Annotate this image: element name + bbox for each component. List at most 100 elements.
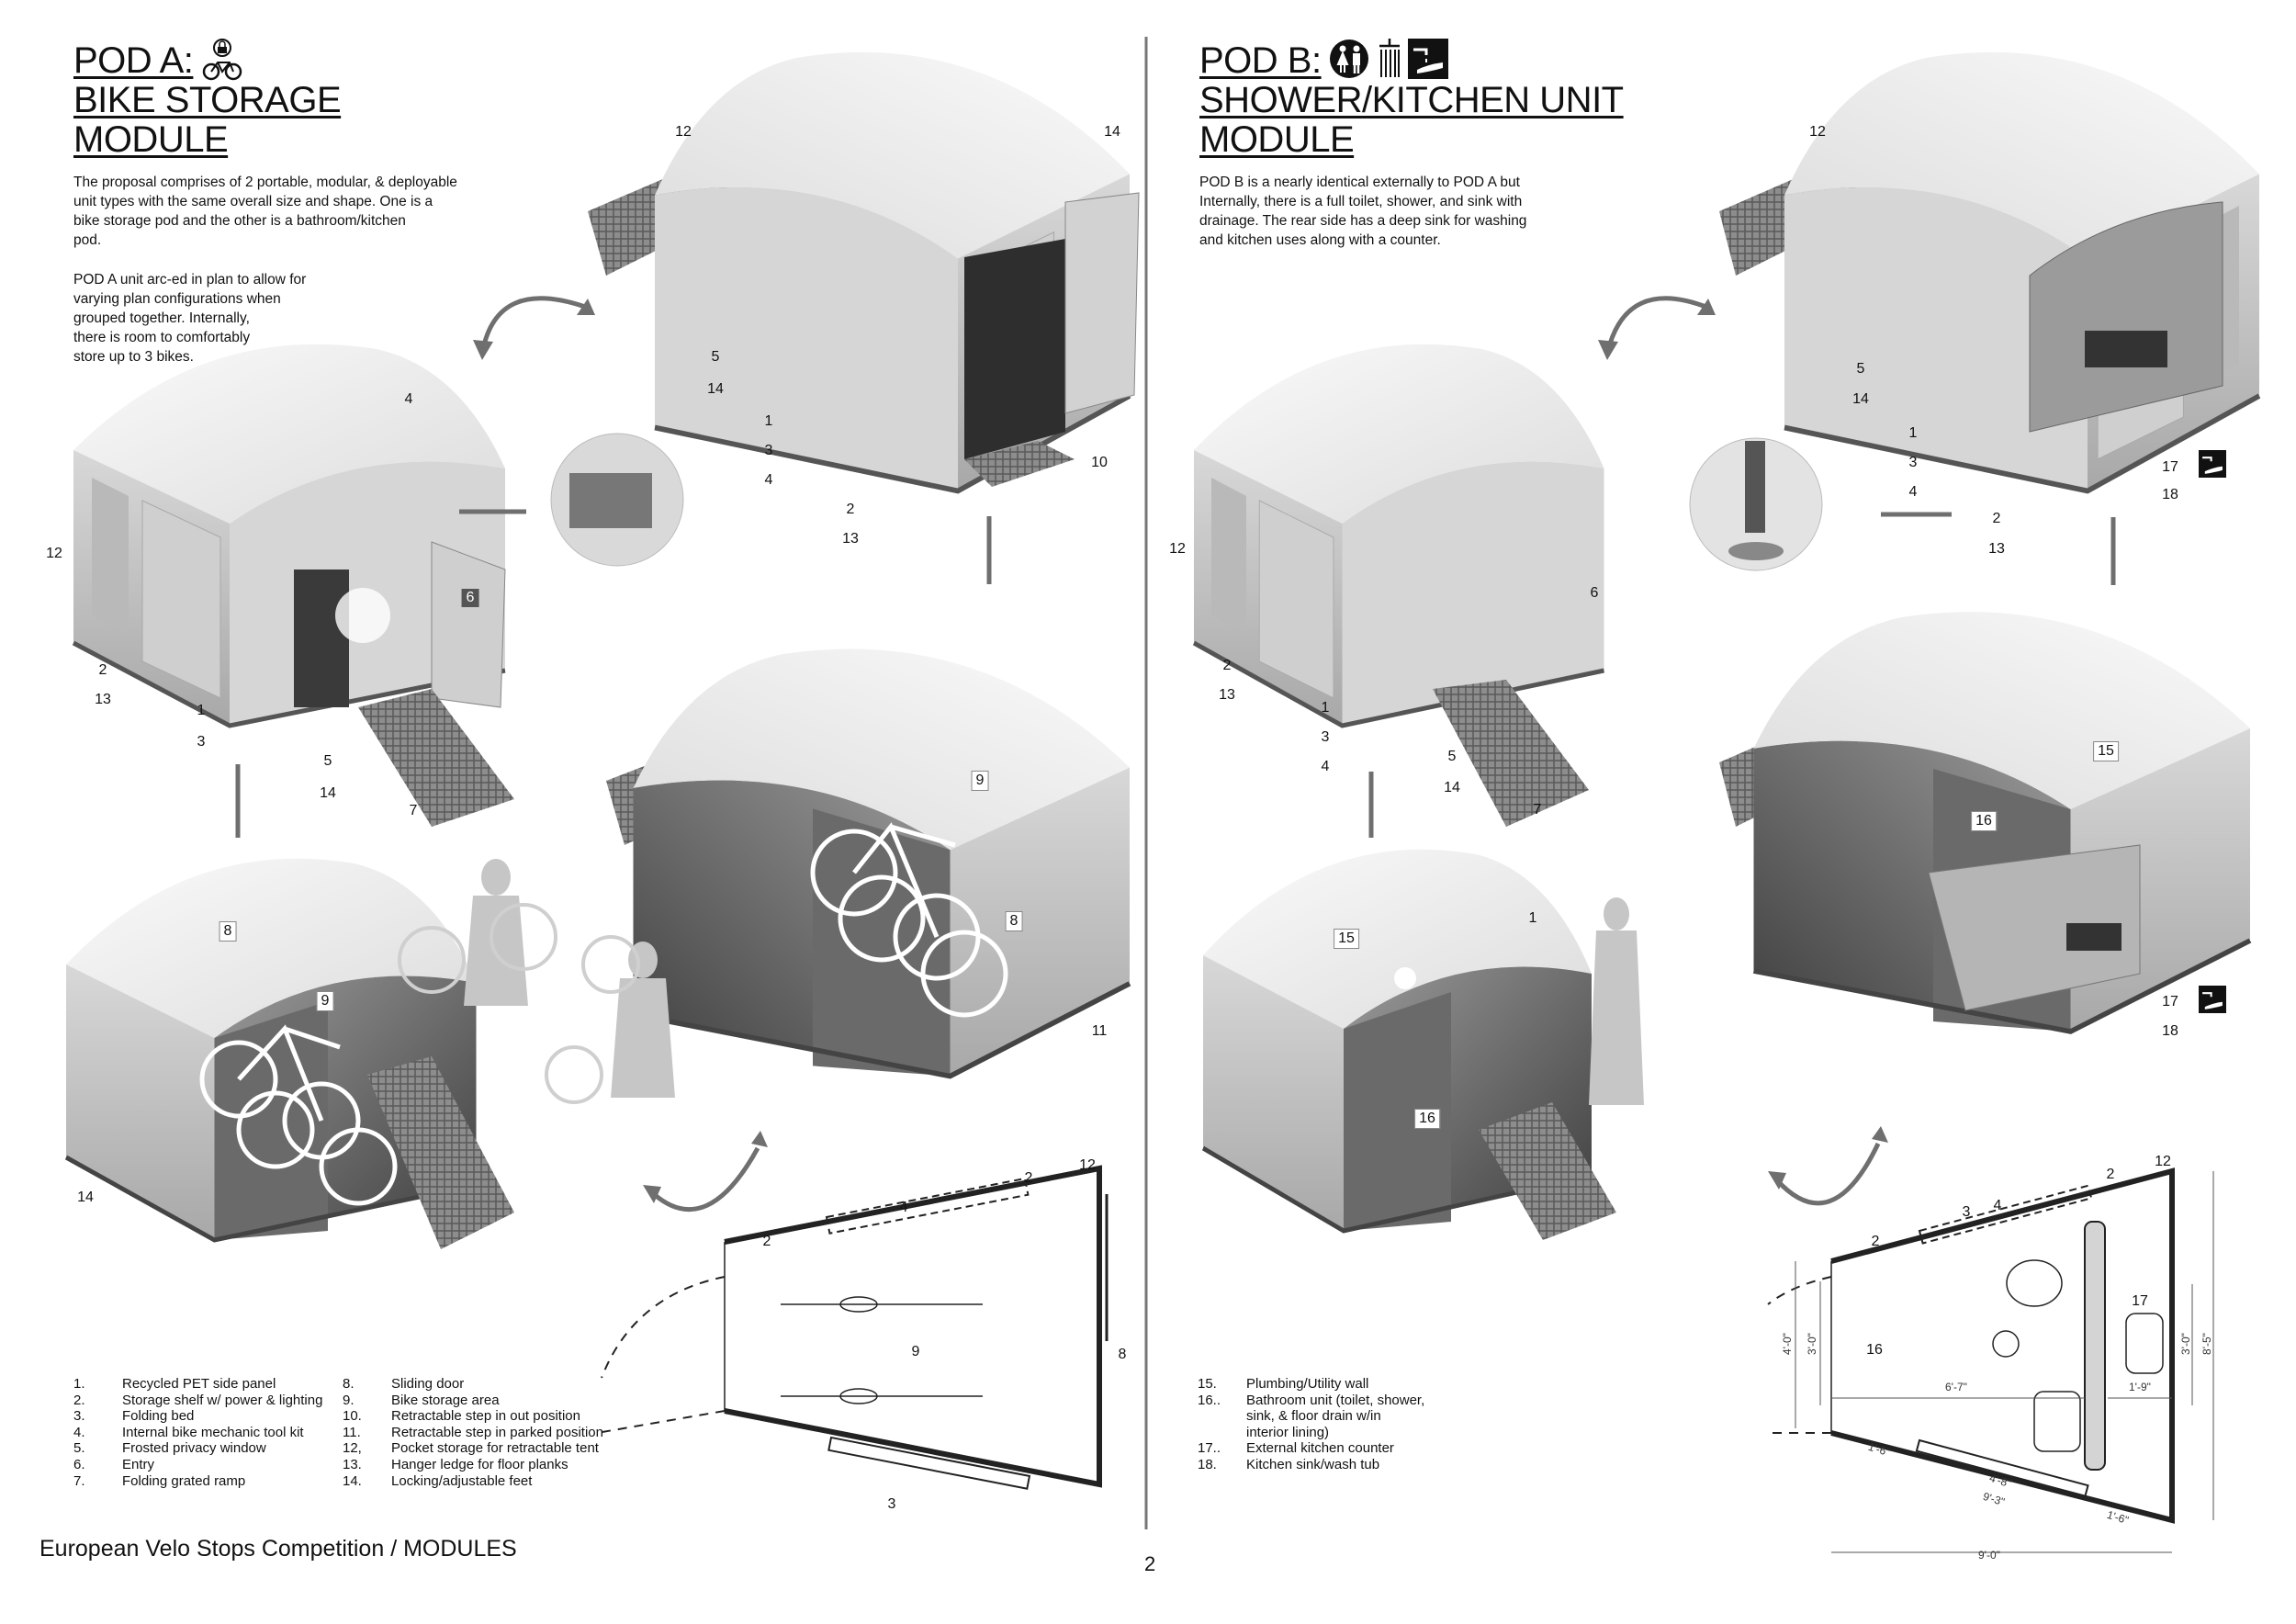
title-line: BIKE STORAGE	[73, 80, 342, 120]
dimension-label: 3'-0"	[1805, 1333, 1818, 1355]
legend-text: Recycled PET side panel	[122, 1376, 276, 1392]
text-line: varying plan configurations when	[73, 291, 281, 307]
legend-number: 7.	[73, 1472, 85, 1489]
pod-b-intro: POD B is a nearly identical externally t…	[1199, 173, 1526, 250]
hand-wash-icon	[2199, 450, 2226, 478]
curved-arrow-icon	[1775, 1142, 1881, 1206]
callout-number: 9	[911, 1344, 920, 1359]
legend-text: Bathroom unit (toilet, shower,	[1246, 1392, 1425, 1408]
text-line: bike storage pod and the other is a bath…	[73, 213, 406, 229]
pod-b-interior-view-left	[1203, 850, 1616, 1240]
callout-number: 3	[1908, 455, 1918, 470]
callout-number: 11	[1091, 1023, 1108, 1039]
legend-number: 17..	[1198, 1440, 1221, 1457]
callout-number: 12	[1169, 541, 1186, 557]
callout-number: 2	[1871, 1234, 1880, 1249]
legend-item: 15.Plumbing/Utility wall	[1198, 1376, 1424, 1393]
legend-text: Folding bed	[122, 1408, 195, 1425]
callout-number: 12	[2155, 1154, 2171, 1169]
callout-number: 3	[887, 1496, 896, 1512]
legend-item: 12, Pocket storage for retractable tent	[343, 1440, 603, 1457]
legend-text: External kitchen counter	[1246, 1440, 1394, 1457]
callout-number: 13	[842, 531, 859, 547]
callout-number: 6	[461, 589, 479, 607]
page-number: 2	[1144, 1552, 1156, 1575]
legend-item: 14.Locking/adjustable feet	[343, 1473, 603, 1490]
bike-drawing	[199, 1024, 398, 1206]
legend-text: Frosted privacy window	[122, 1440, 266, 1457]
callout-number: 4	[764, 472, 773, 488]
callout-number: 13	[95, 692, 111, 707]
text-line: and kitchen uses along with a counter.	[1199, 232, 1441, 248]
callout-number: 5	[1447, 749, 1457, 764]
dimension-label: 8'-5"	[2200, 1333, 2213, 1355]
callout-number: 2	[1222, 658, 1232, 673]
legend-number: 9.	[343, 1392, 355, 1408]
pod-b-plan	[1767, 1167, 2214, 1553]
adjustable-foot	[1745, 441, 1765, 533]
legend-item: 17.. External kitchen counter	[1198, 1440, 1424, 1457]
legend-item: 4.Internal bike mechanic tool kit	[73, 1425, 322, 1441]
pod-a-exterior-view	[73, 344, 514, 827]
legend-number: 12,	[343, 1440, 362, 1457]
curved-arrow-icon	[479, 296, 589, 355]
text-line: Internally, there is a full toilet, show…	[1199, 194, 1523, 209]
callout-number: 9	[971, 771, 989, 791]
legend-item: 6.Entry	[73, 1457, 322, 1473]
legend-text: Pocket storage for retractable tent	[391, 1440, 599, 1457]
bike-drawing	[810, 822, 1008, 1018]
legend-item: interior lining)	[1198, 1425, 1424, 1441]
legend-item: 10.Retractable step in out position	[343, 1408, 603, 1425]
legend-text: Hanger ledge for floor planks	[391, 1456, 568, 1472]
double-arrow-icon	[235, 509, 2116, 838]
locked-bike-icon	[202, 39, 242, 81]
legend-item: 16..Bathroom unit (toilet, shower,	[1198, 1393, 1424, 1409]
legend-number: 13.	[343, 1456, 362, 1472]
legend-number: 11.	[343, 1424, 361, 1440]
callout-number: 18	[2162, 487, 2178, 502]
bike-silhouettes	[398, 903, 640, 1104]
legend-text: Retractable step in parked position	[391, 1424, 603, 1440]
callout-number: 8	[1118, 1347, 1127, 1362]
dimension-label: 9'-0"	[1978, 1549, 2000, 1562]
legend-number: 8.	[343, 1376, 355, 1392]
callout-number: 4	[1321, 759, 1330, 774]
pod-b-interior-view-right	[1719, 612, 2250, 1032]
callout-number: 4	[899, 1200, 908, 1215]
callout-number: 15	[2093, 741, 2119, 761]
callout-number: 9	[316, 991, 334, 1011]
legend-number: 15.	[1198, 1376, 1217, 1392]
dimension-label: 6'-7"	[1945, 1381, 1967, 1393]
legend-number	[1198, 1425, 1246, 1441]
legend-item: 18. Kitchen sink/wash tub	[1198, 1457, 1424, 1473]
callout-number: 16	[1414, 1109, 1440, 1129]
callout-number: 14	[1852, 391, 1869, 407]
legend-item: sink, & floor drain w/in	[1198, 1408, 1424, 1425]
toolkit-panel	[569, 473, 652, 528]
legend-number: 14.	[343, 1472, 362, 1489]
pod-a-intro: The proposal comprises of 2 portable, mo…	[73, 173, 457, 250]
callout-number: 14	[1444, 780, 1460, 795]
pod-a-rear-view	[588, 52, 1140, 491]
title-line: MODULE	[1199, 119, 1355, 160]
footer-title: European Velo Stops Competition / MODULE…	[39, 1536, 517, 1562]
text-line: POD A unit arc-ed in plan to allow for	[73, 272, 307, 288]
legend-number: 18.	[1198, 1456, 1217, 1472]
legend-text: Kitchen sink/wash tub	[1246, 1456, 1380, 1472]
dimension-label: 1'-9"	[2129, 1381, 2151, 1393]
pod-b-title: POD B: SHOWER/KITCHEN UNIT MODULE	[1199, 41, 1624, 160]
callout-number: 2	[98, 662, 107, 678]
callout-number: 5	[711, 349, 720, 365]
callout-number: 18	[2162, 1023, 2178, 1039]
hand-wash-icon	[1408, 39, 1448, 79]
callout-number: 2	[762, 1234, 771, 1249]
callout-number: 3	[197, 734, 206, 750]
title-line: SHOWER/KITCHEN UNIT	[1199, 80, 1624, 120]
callout-number: 3	[764, 443, 773, 458]
callout-number: 13	[1988, 541, 2005, 557]
restroom-icon	[1330, 39, 1368, 78]
pod-b-rear-view	[1719, 52, 2259, 491]
callout-number: 12	[46, 546, 62, 561]
legend-item: 11. Retractable step in parked position	[343, 1425, 603, 1441]
callout-number: 12	[675, 124, 692, 140]
